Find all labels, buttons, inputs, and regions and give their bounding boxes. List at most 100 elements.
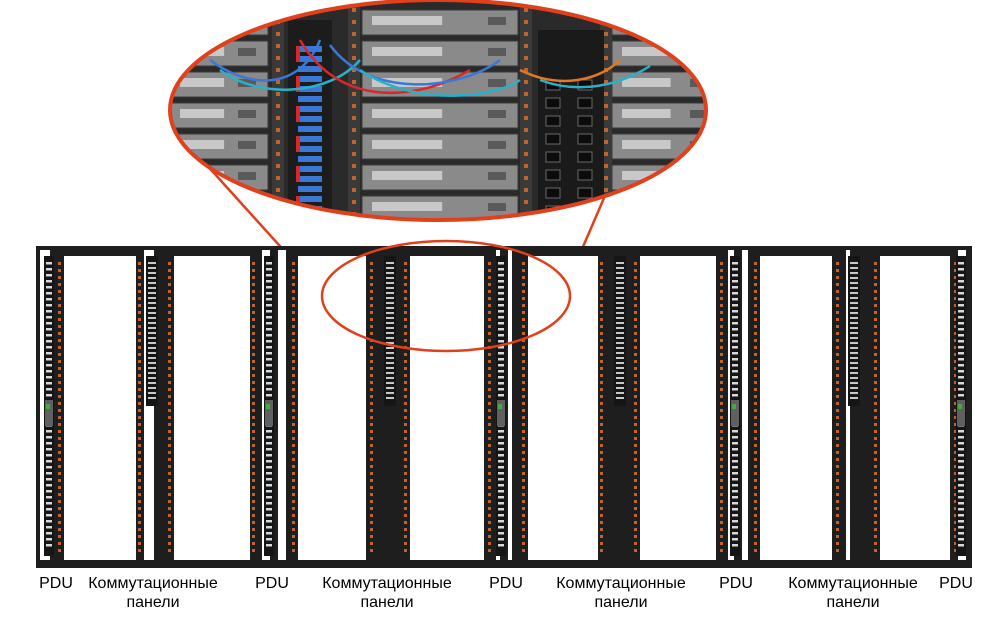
pdu-outlet (46, 490, 52, 493)
zoom-server-port (238, 172, 256, 180)
patch-port (616, 317, 624, 319)
rail-port (754, 311, 757, 314)
rail-port (954, 290, 957, 293)
pdu-outlet (958, 334, 964, 337)
pdu-meter-5 (957, 400, 965, 426)
rail-port (522, 416, 525, 419)
zoom-rail-port (524, 188, 528, 192)
patch-port (386, 272, 394, 274)
patch-port (386, 342, 394, 344)
rail-port (754, 458, 757, 461)
pdu-outlet (498, 316, 504, 319)
patch-port (616, 352, 624, 354)
pdu-outlet (498, 328, 504, 331)
rail-port (404, 290, 407, 293)
rail-port (634, 262, 637, 265)
rail-port (874, 430, 877, 433)
rail-port (404, 528, 407, 531)
rail-port (600, 297, 603, 300)
rail-port (522, 493, 525, 496)
patch-panels-label-1-line2: панели (126, 594, 180, 611)
rail-port (370, 360, 373, 363)
zoom-rail-port (604, 176, 608, 180)
rail-port (874, 472, 877, 475)
rail-port (488, 493, 491, 496)
rail-port (522, 542, 525, 545)
rail-port (634, 332, 637, 335)
zoom-rail-port (276, 152, 280, 156)
pdu-outlet (266, 346, 272, 349)
rail-port (292, 318, 295, 321)
rail-port (522, 367, 525, 370)
patch-port (386, 302, 394, 304)
zoom-pdu-outlet (577, 79, 593, 91)
rail-port (522, 528, 525, 531)
rail-port (168, 269, 171, 272)
patch-panels-label-3: Коммутационные панели (546, 574, 696, 612)
rail-port (836, 395, 839, 398)
pdu-outlet (732, 520, 738, 523)
pdu-outlet (266, 478, 272, 481)
pdu-outlet (498, 496, 504, 499)
pdu-outlet (958, 370, 964, 373)
rail-port (634, 304, 637, 307)
zoom-patch-module (298, 156, 322, 162)
patch-port (616, 287, 624, 289)
rail-port (522, 430, 525, 433)
pdu-outlet (498, 478, 504, 481)
pdu-outlet (958, 490, 964, 493)
rail-port (138, 346, 141, 349)
rail-port (58, 465, 61, 468)
rail-port (720, 269, 723, 272)
rail-port (292, 458, 295, 461)
rail-port (488, 360, 491, 363)
zoom-rail-port (276, 32, 280, 36)
zoom-server-port (238, 17, 256, 25)
rail-port (874, 276, 877, 279)
rail-port (634, 472, 637, 475)
rail-port (836, 486, 839, 489)
patch-port (616, 332, 624, 334)
rail-port (522, 388, 525, 391)
rail-port (954, 542, 957, 545)
pdu-outlet (498, 466, 504, 469)
rail-port (58, 297, 61, 300)
rail-port (370, 542, 373, 545)
rail-port (488, 304, 491, 307)
pdu-outlet (958, 388, 964, 391)
pdu-outlet (498, 514, 504, 517)
patch-port (386, 377, 394, 379)
patch-port (616, 347, 624, 349)
rail-port (954, 374, 957, 377)
rail-port (754, 290, 757, 293)
zoom-rail-port (524, 152, 528, 156)
pdu-outlet (958, 526, 964, 529)
rail-port (404, 262, 407, 265)
rail-port (404, 311, 407, 314)
rail-port (138, 423, 141, 426)
rail-port (954, 311, 957, 314)
rail-port (522, 374, 525, 377)
pdu-outlet (266, 340, 272, 343)
rail-port (138, 290, 141, 293)
patch-port (616, 307, 624, 309)
rack-bay-2 (174, 256, 250, 560)
rail-port (138, 542, 141, 545)
rail-port (168, 402, 171, 405)
patch-port (386, 397, 394, 399)
rail-port (370, 444, 373, 447)
zoom-inset (168, 0, 708, 222)
pdu-outlet (732, 544, 738, 547)
rail-port (600, 290, 603, 293)
rail-port (754, 472, 757, 475)
rail-port (720, 276, 723, 279)
rail-port (404, 297, 407, 300)
rail-port (168, 381, 171, 384)
rail-port (634, 283, 637, 286)
rail-port (168, 367, 171, 370)
rail-port (754, 395, 757, 398)
rail-port (754, 430, 757, 433)
pdu-outlet (732, 298, 738, 301)
rail-port (370, 451, 373, 454)
rail-port (634, 423, 637, 426)
